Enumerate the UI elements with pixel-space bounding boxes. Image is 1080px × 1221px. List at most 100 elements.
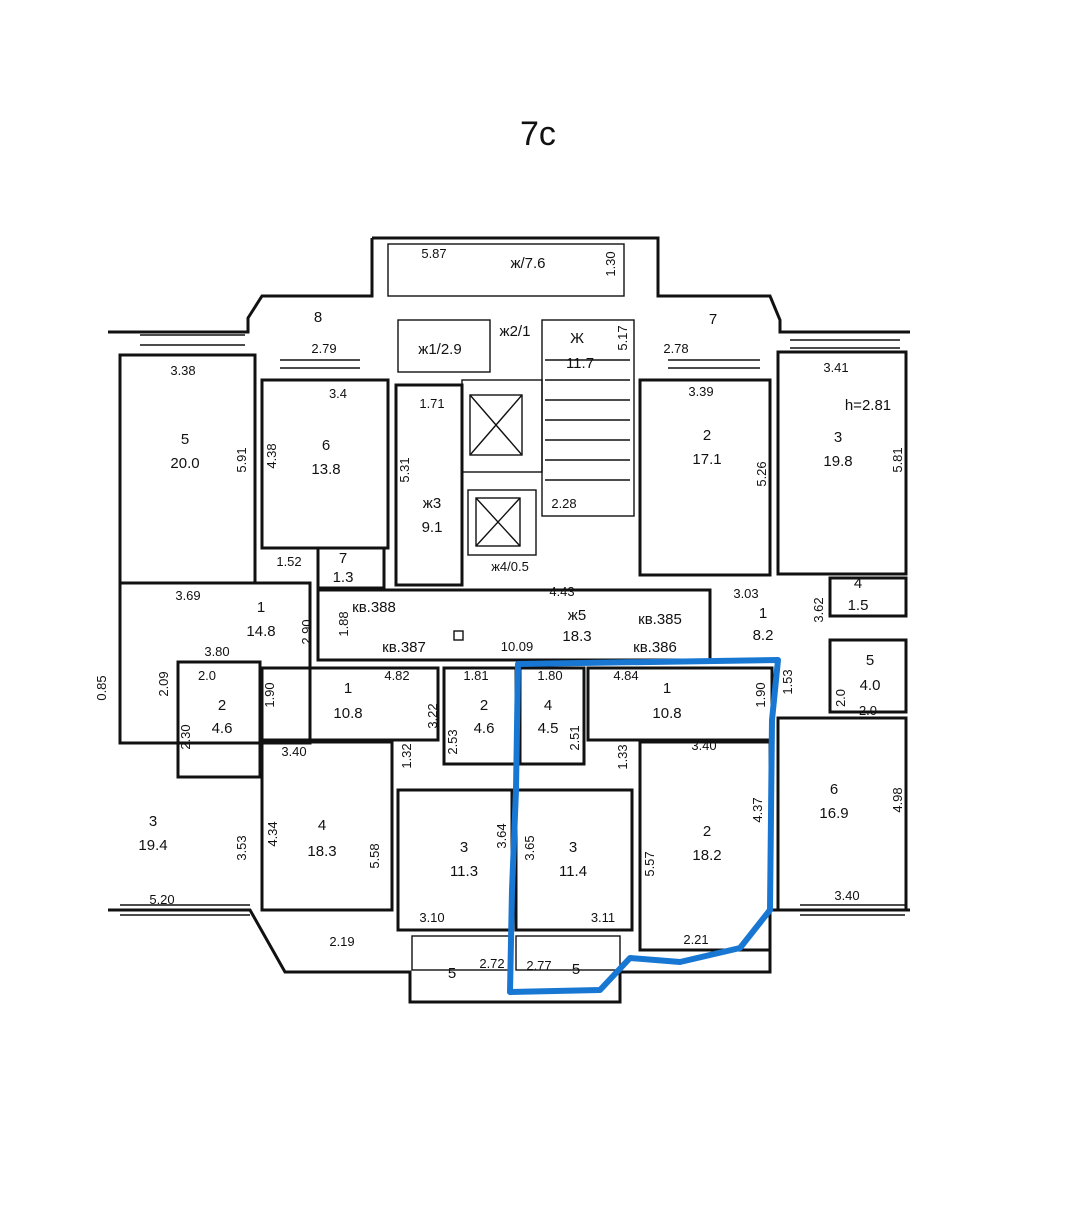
room-area-1-right: 8.2: [753, 627, 774, 644]
dim-label: 1.80: [537, 668, 562, 683]
room-number-3-right: 3: [834, 429, 842, 446]
dim-label: 1.52: [276, 554, 301, 569]
room-number-top-balcony: ж/7.6: [510, 255, 545, 272]
room-number-6-left: 6: [322, 437, 330, 454]
room-area-zh5: 18.3: [562, 628, 591, 645]
dim-label: 4.82: [384, 668, 409, 683]
dim-label: 3.65: [522, 835, 537, 860]
dim-label: 3.69: [175, 588, 200, 603]
ceiling-height-note: h=2.81: [845, 397, 891, 414]
dim-label: 2.0: [859, 703, 877, 718]
room-number-3-a: 3: [460, 839, 468, 856]
dim-label: 1.30: [603, 251, 618, 276]
dim-label: 3.38: [170, 363, 195, 378]
dim-label: 4.43: [549, 584, 574, 599]
room-area-zh3: 9.1: [422, 519, 443, 536]
dim-label: 2.28: [551, 496, 576, 511]
room-number-2-left: 2: [218, 697, 226, 714]
room-number-zh5: ж5: [568, 607, 586, 624]
dim-label: 2.0: [198, 668, 216, 683]
dim-label: 1.90: [753, 682, 768, 707]
dim-label: 2.72: [479, 956, 504, 971]
dim-label: 3.62: [811, 597, 826, 622]
room-number-zh: Ж: [570, 330, 584, 347]
dim-label: 3.53: [234, 835, 249, 860]
room-number-7-right: 7: [709, 311, 717, 328]
room-area-5-right: 4.0: [860, 677, 881, 694]
room-number-8: 8: [314, 309, 322, 326]
room-area-1-left: 14.8: [246, 623, 275, 640]
room-number-3-left: 3: [149, 813, 157, 830]
dim-label: 1.33: [615, 744, 630, 769]
dimension-labels: 5.87 1.30 2.79 5.17 2.78 3.38 3.4 1.71 3…: [94, 246, 905, 973]
room-area-1-a: 10.8: [333, 705, 362, 722]
room-area-4-right: 1.5: [848, 597, 869, 614]
room-number-6-right: 6: [830, 781, 838, 798]
dim-label: 3.64: [494, 823, 509, 848]
room-number-1-b: 1: [663, 680, 671, 697]
dim-label: 2.51: [567, 725, 582, 750]
room-area-7-left: 1.3: [333, 569, 354, 586]
dim-label: 4.84: [613, 668, 638, 683]
dim-label: 3.80: [204, 644, 229, 659]
dim-label: 5.58: [367, 843, 382, 868]
dim-label: 2.53: [445, 729, 460, 754]
dim-label: 5.26: [754, 461, 769, 486]
dim-label: 3.4: [329, 386, 347, 401]
room-area-2-right: 17.1: [692, 451, 721, 468]
room-number-2-a: 2: [480, 697, 488, 714]
dim-label: 2.30: [178, 724, 193, 749]
room-number-2-b: 2: [703, 823, 711, 840]
dim-label: 4.38: [264, 443, 279, 468]
flat-label-387: кв.387: [382, 639, 426, 656]
room-area-5-left: 20.0: [170, 455, 199, 472]
dim-label: 2.90: [299, 619, 314, 644]
dim-label: 1.53: [780, 669, 795, 694]
room-number-zh2: ж2/1: [500, 323, 531, 340]
dim-label: 1.88: [336, 611, 351, 636]
plan-title: 7c: [520, 115, 556, 153]
room-area-1-b: 10.8: [652, 705, 681, 722]
dim-label: 5.87: [421, 246, 446, 261]
room-number-zh3: ж3: [423, 495, 441, 512]
room-labels: ж/7.6 8 7 ж1/2.9 ж2/1 Ж 11.7 5 20.0 6 13…: [138, 255, 880, 982]
room-number-1-right: 1: [759, 605, 767, 622]
room-area-3-b: 11.4: [559, 863, 587, 880]
dim-label: 5.81: [890, 447, 905, 472]
dim-label: 3.22: [425, 703, 440, 728]
dim-label: 3.40: [281, 744, 306, 759]
dim-label: 4.37: [750, 797, 765, 822]
flat-label-385: кв.385: [638, 611, 682, 628]
room-area-zh: 11.7: [566, 355, 594, 372]
dim-label: 2.78: [663, 341, 688, 356]
room-number-5-a: 5: [448, 965, 456, 982]
room-number-7-left: 7: [339, 550, 347, 567]
dim-label: 5.20: [149, 892, 174, 907]
room-area-2-b: 18.2: [692, 847, 721, 864]
dim-label: 2.79: [311, 341, 336, 356]
dim-label: ж4/0.5: [491, 559, 529, 574]
dim-label: 4.34: [265, 821, 280, 846]
dim-label: 3.39: [688, 384, 713, 399]
room-number-3-b: 3: [569, 839, 577, 856]
dim-label: 1.90: [262, 682, 277, 707]
dim-label: 3.41: [823, 360, 848, 375]
room-number-5-right: 5: [866, 652, 874, 669]
room-area-6-right: 16.9: [819, 805, 848, 822]
room-area-6-left: 13.8: [311, 461, 340, 478]
dim-label: 5.31: [397, 457, 412, 482]
dim-label: 0.85: [94, 675, 109, 700]
dim-label: 5.17: [615, 325, 630, 350]
selected-apartment-outline: [507, 657, 781, 995]
dim-label: 1.71: [419, 396, 444, 411]
room-number-1-a: 1: [344, 680, 352, 697]
dim-label: 3.11: [591, 910, 615, 925]
dim-label: 4.98: [890, 787, 905, 812]
room-area-4-a: 18.3: [307, 843, 336, 860]
room-number-5-b: 5: [572, 961, 580, 978]
room-area-3-left: 19.4: [138, 837, 167, 854]
corridor-marker: [453, 630, 464, 641]
room-number-2-right: 2: [703, 427, 711, 444]
dim-label: 5.91: [234, 447, 249, 472]
